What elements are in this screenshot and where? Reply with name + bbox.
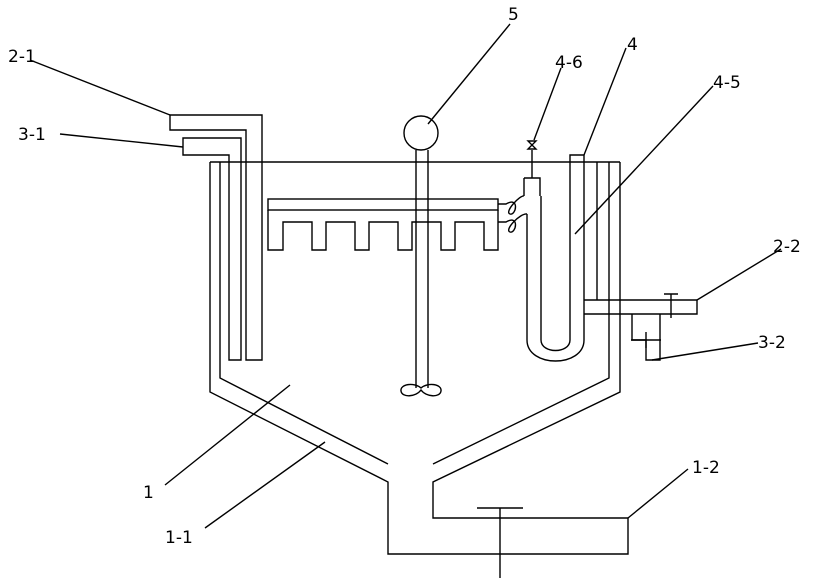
- vent-valve: [526, 140, 538, 150]
- distributor-bar: [267, 198, 499, 211]
- leader-1-1: [204, 441, 326, 529]
- leader-3-2: [651, 342, 759, 361]
- label-4-6: 4-6: [555, 53, 583, 73]
- leader-5: [427, 23, 511, 125]
- label-3-1: 3-1: [18, 125, 46, 145]
- label-2-1: 2-1: [8, 47, 36, 67]
- label-4: 4: [627, 35, 638, 55]
- label-2-2: 2-2: [773, 237, 801, 257]
- leader-4: [583, 47, 627, 156]
- side-valve: [631, 332, 661, 348]
- leader-2-2: [696, 248, 782, 301]
- feed-pipe-3-1: [182, 137, 242, 361]
- leader-3-1: [59, 133, 184, 148]
- leader-4-5: [574, 85, 714, 235]
- tank-inner-wall: [219, 162, 610, 465]
- label-4-5: 4-5: [713, 73, 741, 93]
- leader-4-6: [533, 67, 562, 141]
- label-3-2: 3-2: [758, 333, 786, 353]
- label-1-1: 1-1: [165, 528, 193, 548]
- motor-circle: [403, 115, 439, 151]
- outlet-valve: [664, 293, 678, 318]
- side-pipe-3-2: [631, 314, 661, 361]
- u-tube-outer: [526, 154, 585, 362]
- vent-pipe: [523, 150, 541, 196]
- feed-pipe-2-1: [169, 114, 263, 361]
- distributor-comb: [267, 210, 499, 251]
- label-1: 1: [143, 483, 154, 503]
- drain-valve: [477, 507, 523, 578]
- stirring-shaft: [415, 150, 429, 388]
- side-outlet-pipe: [584, 299, 698, 315]
- label-5: 5: [508, 5, 519, 25]
- leader-1-2: [627, 468, 689, 519]
- wavy-connector: [498, 195, 528, 233]
- leader-1: [164, 384, 291, 486]
- label-1-2: 1-2: [692, 458, 720, 478]
- leader-2-1: [29, 59, 171, 116]
- impeller: [400, 383, 442, 397]
- tank-outer-wall: [209, 162, 629, 555]
